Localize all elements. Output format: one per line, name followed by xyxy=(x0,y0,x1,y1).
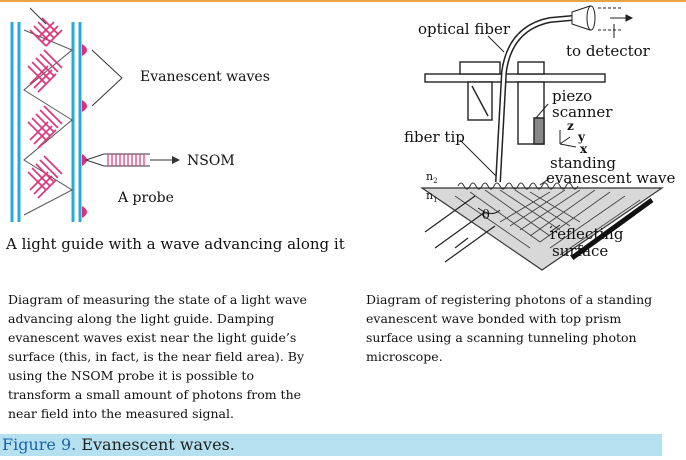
label-theta: θ xyxy=(482,208,490,223)
wavefront-hatch-3 xyxy=(27,105,63,149)
top-rule xyxy=(0,0,686,2)
left-diagram-title: A light guide with a wave advancing alon… xyxy=(6,235,345,253)
stpm-diagram xyxy=(420,5,664,271)
figure-caption-bar: Figure 9. Evanescent waves. xyxy=(0,434,662,456)
axes-icon xyxy=(559,130,577,148)
label-surface: surface xyxy=(552,242,609,260)
label-axis-x: x xyxy=(580,142,588,156)
label-axis-z: z xyxy=(567,119,574,133)
label-piezo: piezo xyxy=(552,87,593,105)
light-guide-right-wall xyxy=(71,22,82,222)
prism xyxy=(420,187,664,271)
label-reflecting: reflecting xyxy=(550,225,624,243)
detector-lens xyxy=(571,5,596,31)
figure-title: Evanescent waves. xyxy=(76,435,235,454)
label-scanner: scanner xyxy=(552,103,613,121)
label-fiber-tip: fiber tip xyxy=(404,128,465,146)
label-pointers xyxy=(459,35,551,186)
left-caption: Diagram of measuring the state of a ligh… xyxy=(8,292,307,421)
evanescent-pointer xyxy=(91,49,123,107)
evanescent-bumps xyxy=(82,44,87,218)
label-n1: n1 xyxy=(426,189,438,205)
incoming-ray xyxy=(29,7,47,25)
label-axis-y: y xyxy=(578,130,585,144)
reflecting-surface-bar xyxy=(570,197,654,261)
standing-wave xyxy=(457,182,579,190)
wavefront-hatch-1 xyxy=(29,17,63,47)
label-standing: standing xyxy=(550,154,616,172)
label-evanescent-wave: evanescent wave xyxy=(546,169,676,187)
prism-rays xyxy=(439,189,641,256)
label-nsom: NSOM xyxy=(187,153,235,169)
label-to-detector: to detector xyxy=(566,42,650,60)
wavefront-hatch-2 xyxy=(27,49,63,93)
light-guide-diagram xyxy=(10,7,180,222)
nsom-probe xyxy=(84,153,180,167)
right-caption: Diagram of registering photons of a stan… xyxy=(366,292,653,364)
zigzag-ray xyxy=(23,29,74,216)
label-optical-fiber: optical fiber xyxy=(418,20,511,38)
incident-beam xyxy=(424,195,496,263)
scanner-housing xyxy=(424,61,606,145)
figure-number: Figure 9. xyxy=(2,435,77,454)
label-a-probe: A probe xyxy=(118,190,174,206)
light-guide-left-wall xyxy=(10,22,21,222)
label-evanescent-waves: Evanescent waves xyxy=(140,69,270,85)
theta-arc xyxy=(477,207,501,214)
detector-arrows xyxy=(598,7,634,38)
wavefront-hatch-4 xyxy=(27,155,63,199)
label-n2: n2 xyxy=(426,170,438,186)
